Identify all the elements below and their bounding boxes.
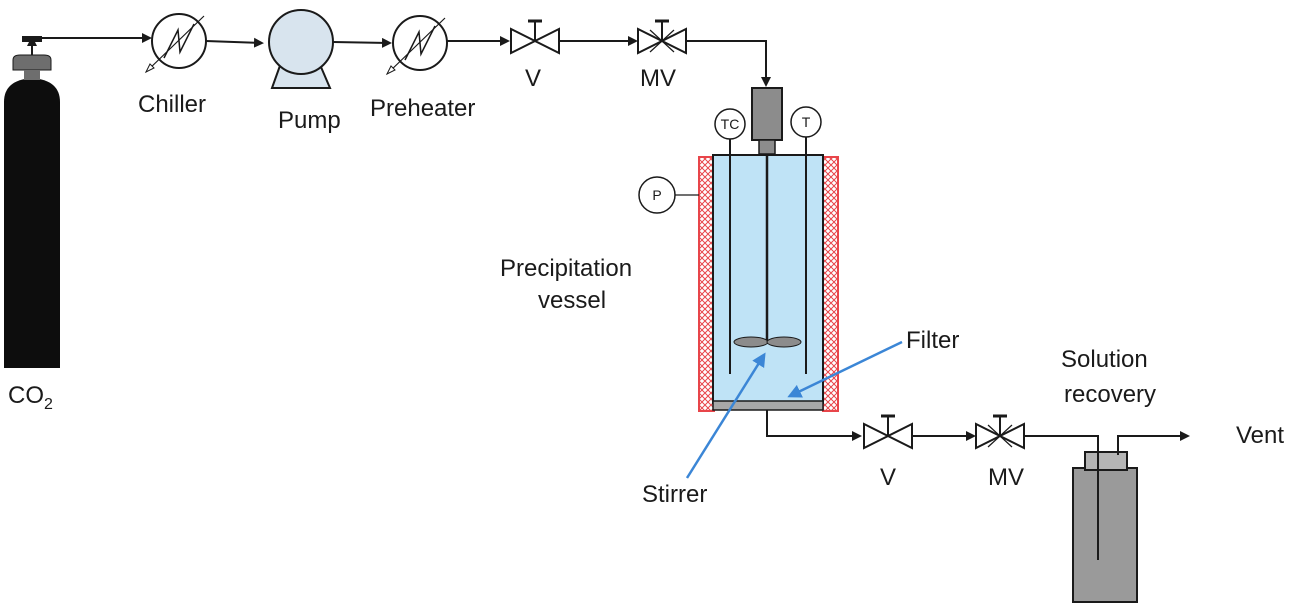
filter-annotation-arrow [787, 340, 903, 398]
outlet-metering-valve-icon [975, 414, 1025, 450]
vessel-label-line1: Precipitation [500, 255, 632, 282]
recovery-label-line2: recovery [1064, 381, 1156, 408]
svg-text:P: P [652, 187, 661, 203]
preheater-icon [385, 15, 448, 76]
impeller-blade-right [766, 336, 802, 348]
outlet-valve-icon [863, 414, 913, 450]
pipe-vessel-outlet [766, 410, 862, 441]
co2-label: CO2 [8, 382, 53, 413]
pump-label: Pump [278, 107, 341, 134]
pipe-to-vessel [686, 40, 771, 87]
valve-label: V [525, 65, 541, 92]
metering-valve-icon [637, 19, 687, 55]
stirrer-annotation-arrow [685, 352, 766, 479]
metering-valve-label: MV [640, 65, 676, 92]
filter-label: Filter [906, 327, 959, 354]
vent-label: Vent [1236, 422, 1284, 449]
tc-gauge: TC [714, 108, 746, 140]
chiller-icon [144, 13, 207, 74]
valve-icon [510, 19, 560, 55]
pressure-gauge: P [638, 176, 699, 214]
pipe-pump-to-preheater [332, 37, 392, 48]
vessel-label-line2: vessel [538, 287, 606, 314]
pump-icon [268, 9, 334, 89]
co2-cylinder [4, 36, 60, 368]
outlet-metering-valve-label: MV [988, 464, 1024, 491]
stirrer-label: Stirrer [642, 481, 707, 508]
preheater-label: Preheater [370, 95, 475, 122]
stirrer-motor-icon [751, 87, 783, 155]
outlet-valve-label: V [880, 464, 896, 491]
svg-text:T: T [802, 114, 811, 130]
heater-jacket-left [698, 156, 715, 412]
impeller-blade-left [733, 336, 769, 348]
recovery-label-line1: Solution [1061, 346, 1148, 373]
t-gauge: T [790, 106, 822, 138]
pipe-chiller-to-pump [205, 37, 264, 48]
feed-pipe-cylinder-to-chiller [31, 33, 152, 55]
svg-text:TC: TC [721, 116, 740, 132]
solution-recovery-vessel [1072, 451, 1138, 603]
chiller-label: Chiller [138, 91, 206, 118]
pipe-to-vent [1117, 431, 1190, 455]
